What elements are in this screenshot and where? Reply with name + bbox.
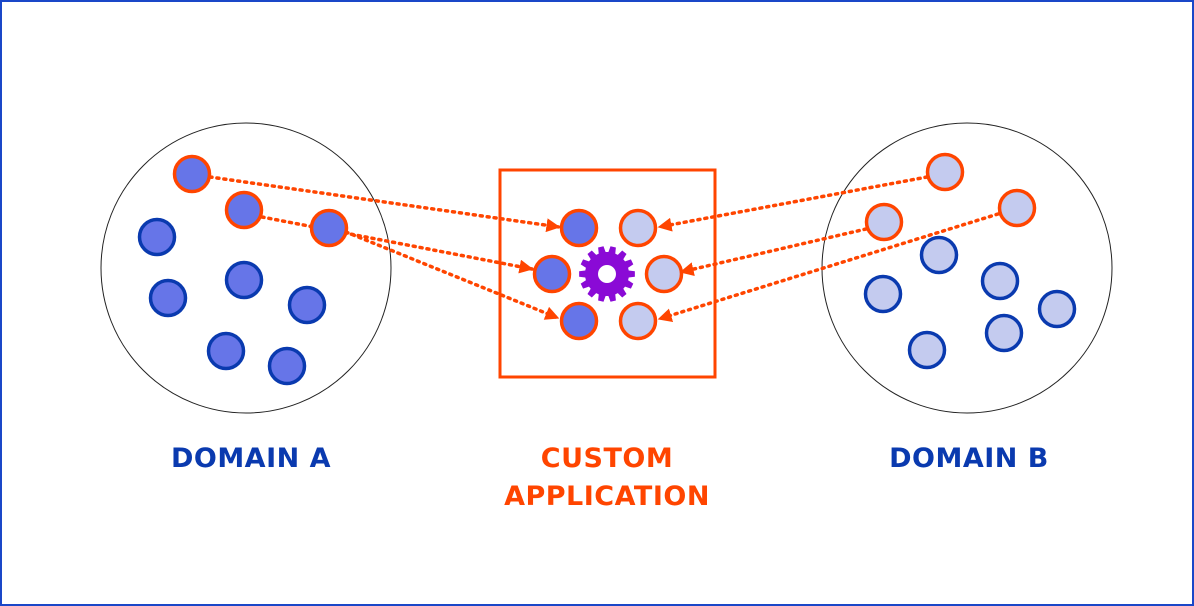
node-b-highlighted: [925, 152, 965, 192]
app-node-from-a: [559, 208, 599, 248]
domain-a-container: [100, 122, 392, 414]
app-nodes: [532, 208, 684, 341]
connector-a1: [208, 175, 561, 233]
node-b: [907, 330, 947, 370]
gear-icon: [579, 246, 635, 302]
connector-b1: [657, 175, 929, 232]
domain-a-label: DOMAIN A: [171, 443, 331, 474]
app-node-from-b: [644, 254, 684, 294]
node-a: [206, 331, 246, 371]
custom-application-box: [498, 168, 717, 379]
node-a: [137, 217, 177, 257]
domain-b-container: [821, 122, 1113, 414]
app-node-from-b: [618, 208, 658, 248]
node-a: [148, 278, 188, 318]
node-b-highlighted: [864, 202, 904, 242]
app-node-from-a: [559, 301, 599, 341]
node-b: [1037, 289, 1077, 329]
domain-b-nodes: [863, 152, 1077, 370]
connector-a3: [344, 230, 560, 320]
node-a: [267, 346, 307, 386]
domain-b-label: DOMAIN B: [889, 443, 1049, 474]
node-a-highlighted: [309, 208, 349, 248]
node-a: [224, 260, 264, 300]
node-b: [980, 261, 1020, 301]
app-node-from-a: [532, 254, 572, 294]
node-b: [863, 274, 903, 314]
app-node-from-b: [618, 301, 658, 341]
node-b-highlighted: [997, 188, 1037, 228]
node-a-highlighted: [172, 154, 212, 194]
node-b: [919, 235, 959, 275]
connectors-domain-b: [657, 175, 1000, 322]
connector-b3: [657, 212, 1000, 322]
gear-shape: [579, 246, 635, 302]
connectors-domain-a: [208, 175, 561, 320]
custom-application-label-line2: APPLICATION: [504, 481, 710, 512]
node-a-highlighted: [224, 190, 264, 230]
node-b: [984, 313, 1024, 353]
domain-a-nodes: [137, 154, 349, 386]
node-a: [287, 285, 327, 325]
connector-a2: [260, 215, 534, 274]
custom-application-label-line1: CUSTOM: [541, 443, 673, 474]
connector-b2: [679, 227, 868, 276]
